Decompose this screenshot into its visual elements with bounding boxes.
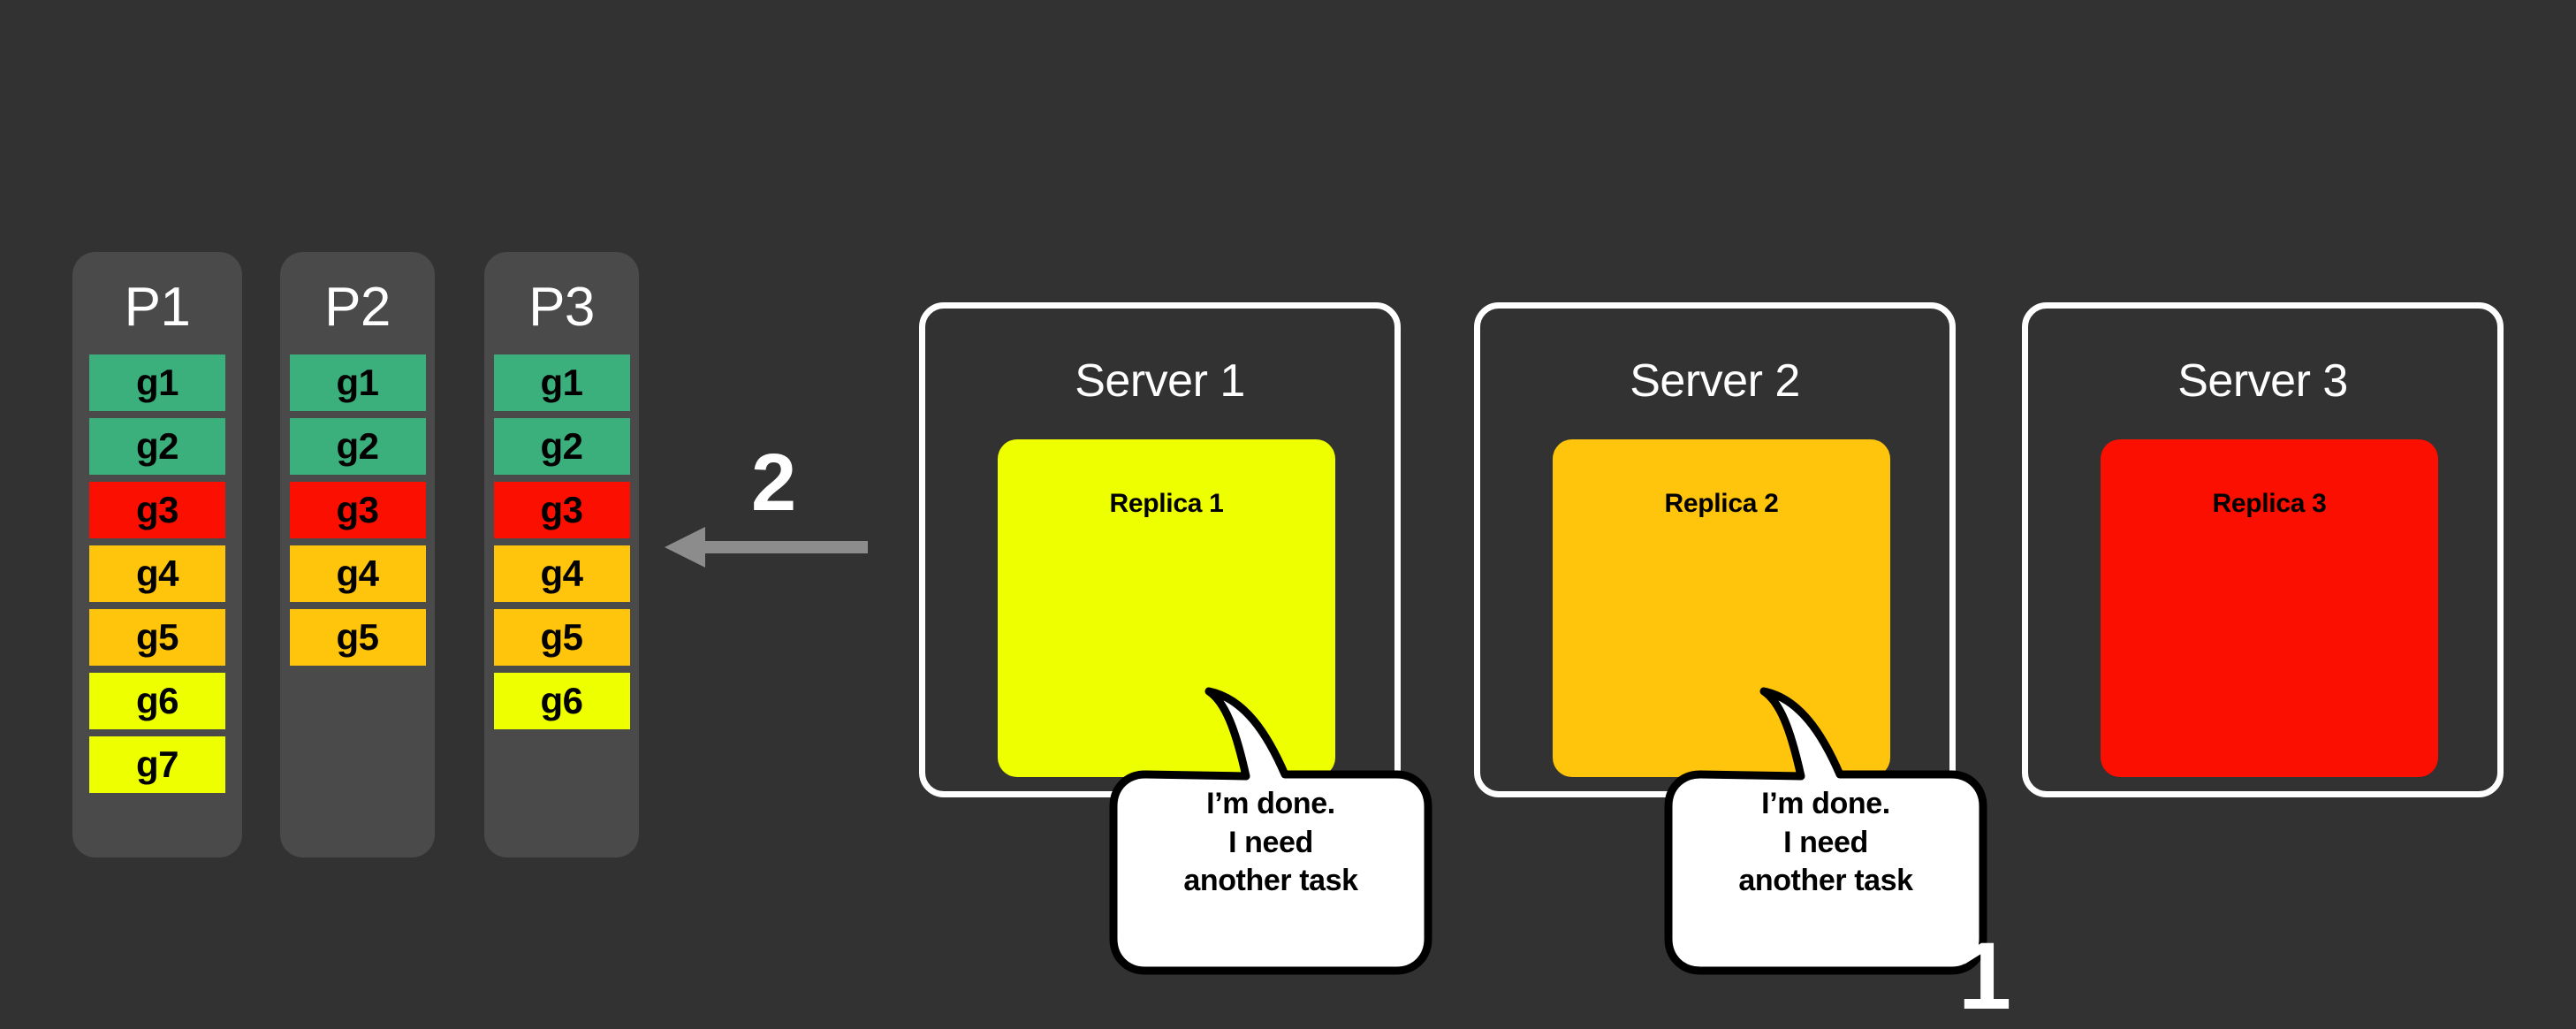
speech-bubble-shape-2 bbox=[1664, 687, 1987, 975]
replica-box-2: Replica 2 bbox=[1553, 439, 1890, 777]
speech-bubble-text-2: I’m done. I need another task bbox=[1683, 785, 1969, 901]
partition-column-p3: P3 g1 g2 g3 g4 g5 g6 bbox=[484, 252, 639, 858]
server-box-3: Server 3 Replica 3 bbox=[2022, 302, 2504, 797]
chip-p2-g3: g3 bbox=[289, 482, 426, 538]
chip-p2-g1: g1 bbox=[289, 354, 426, 411]
chip-stack-p2: g1 g2 g3 g4 g5 bbox=[280, 354, 435, 666]
chip-stack-p1: g1 g2 g3 g4 g5 g6 g7 bbox=[72, 354, 242, 793]
replica-box-3: Replica 3 bbox=[2101, 439, 2438, 777]
chip-p1-g4: g4 bbox=[89, 545, 225, 602]
speech-bubble-shape-1 bbox=[1109, 687, 1432, 975]
chip-p3-g3: g3 bbox=[493, 482, 630, 538]
partition-title-p1: P1 bbox=[124, 277, 191, 338]
bubble-2-line-3: another task bbox=[1738, 864, 1913, 898]
chip-p3-g4: g4 bbox=[493, 545, 630, 602]
chip-stack-p3: g1 g2 g3 g4 g5 g6 bbox=[484, 354, 639, 729]
server-title-2: Server 2 bbox=[1630, 355, 1800, 407]
step-number-2: 2 bbox=[751, 438, 797, 528]
chip-p1-g7: g7 bbox=[89, 736, 225, 793]
server-title-1: Server 1 bbox=[1075, 355, 1245, 407]
bubble-2-line-1: I’m done. bbox=[1761, 787, 1890, 820]
replica-label-3: Replica 3 bbox=[2212, 489, 2327, 518]
step-number-1: 1 bbox=[1958, 922, 2012, 1029]
partition-title-p2: P2 bbox=[324, 277, 391, 338]
chip-p1-g6: g6 bbox=[89, 673, 225, 729]
partition-column-p2: P2 g1 g2 g3 g4 g5 bbox=[280, 252, 435, 858]
speech-bubble-server-2: I’m done. I need another task bbox=[1664, 687, 1987, 975]
server-title-3: Server 3 bbox=[2177, 355, 2348, 407]
flow-arrow-left-icon bbox=[665, 527, 868, 568]
bubble-1-line-3: another task bbox=[1183, 864, 1358, 898]
chip-p3-g2: g2 bbox=[493, 418, 630, 475]
bubble-1-line-1: I’m done. bbox=[1206, 787, 1335, 820]
chip-p3-g1: g1 bbox=[493, 354, 630, 411]
chip-p1-g1: g1 bbox=[89, 354, 225, 411]
partition-title-p3: P3 bbox=[528, 277, 595, 338]
replica-box-1: Replica 1 bbox=[998, 439, 1335, 777]
speech-bubble-server-1: I’m done. I need another task bbox=[1109, 687, 1432, 975]
chip-p3-g5: g5 bbox=[493, 609, 630, 666]
server-box-1: Server 1 Replica 1 bbox=[919, 302, 1401, 797]
chip-p3-g6: g6 bbox=[493, 673, 630, 729]
replica-label-1: Replica 1 bbox=[1109, 489, 1224, 518]
chip-p1-g5: g5 bbox=[89, 609, 225, 666]
partition-column-p1: P1 g1 g2 g3 g4 g5 g6 g7 bbox=[72, 252, 242, 858]
speech-bubble-text-1: I’m done. I need another task bbox=[1128, 785, 1414, 901]
chip-p1-g3: g3 bbox=[89, 482, 225, 538]
bubble-2-line-2: I need bbox=[1783, 825, 1868, 859]
chip-p2-g5: g5 bbox=[289, 609, 426, 666]
diagram-canvas: P1 g1 g2 g3 g4 g5 g6 g7 P2 g1 g2 g3 g4 g… bbox=[72, 252, 2504, 1024]
bubble-1-line-2: I need bbox=[1228, 825, 1313, 859]
replica-label-2: Replica 2 bbox=[1664, 489, 1779, 518]
chip-p2-g2: g2 bbox=[289, 418, 426, 475]
chip-p1-g2: g2 bbox=[89, 418, 225, 475]
chip-p2-g4: g4 bbox=[289, 545, 426, 602]
